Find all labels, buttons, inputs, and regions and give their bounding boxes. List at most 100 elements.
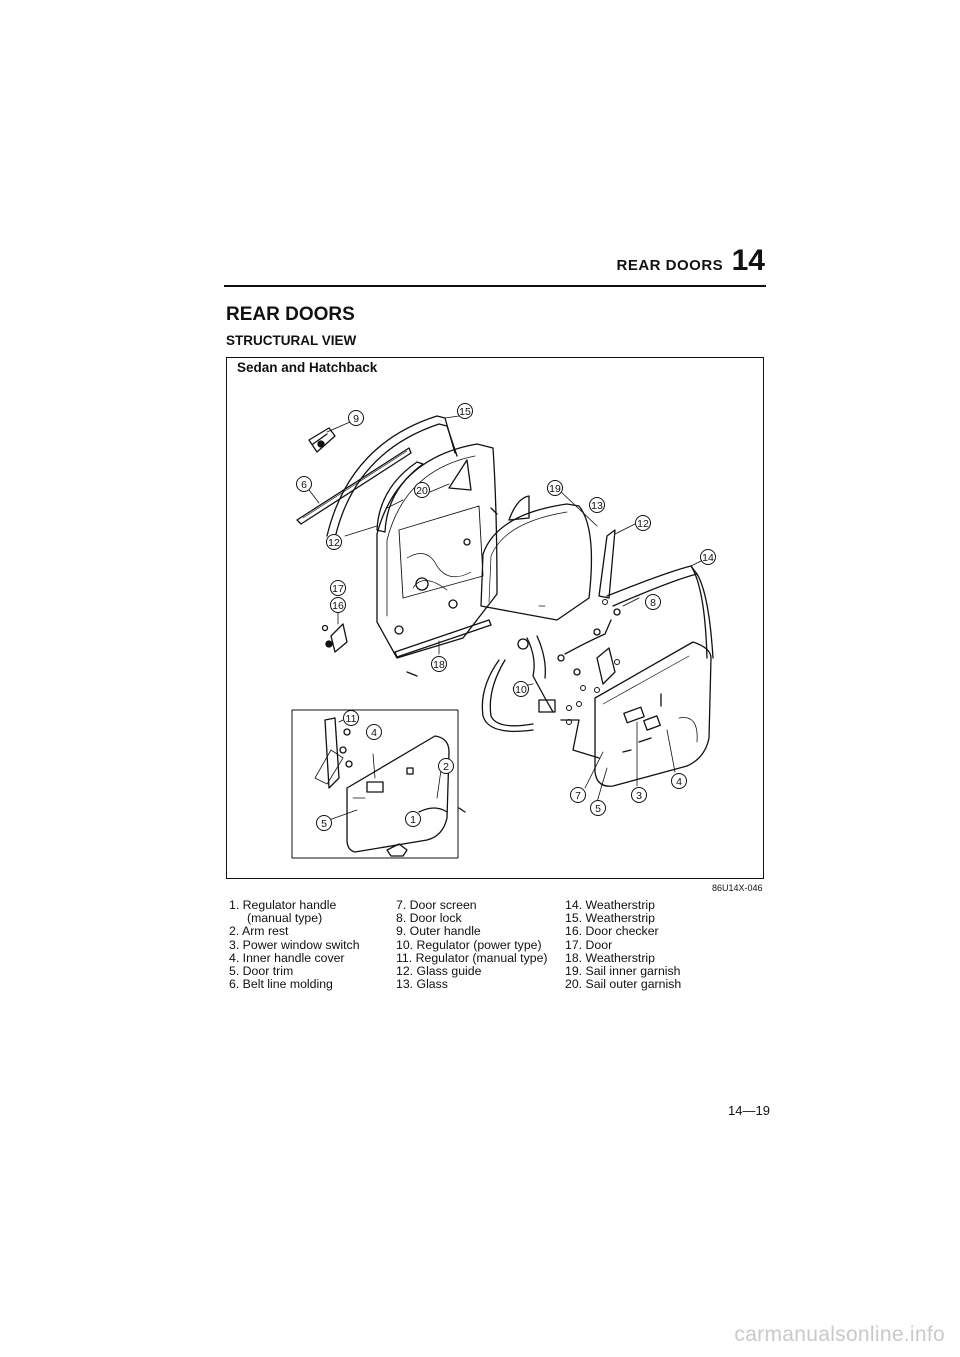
callout-7: 7 <box>570 787 586 803</box>
legend-item: 10. Regulator (power type) <box>396 937 542 952</box>
svg-text:19: 19 <box>549 483 561 495</box>
legend-item: 19. Sail inner garnish <box>565 964 681 979</box>
callout-12-left: 12 <box>326 534 342 550</box>
legend-item: 20. Sail outer garnish <box>565 977 682 992</box>
section-title: REAR DOORS <box>226 304 355 325</box>
svg-text:8: 8 <box>650 597 656 609</box>
legend-item: 3. Power window switch <box>229 937 360 952</box>
callout-3: 3 <box>631 787 647 803</box>
subsection-title: STRUCTURAL VIEW <box>226 333 357 348</box>
svg-text:12: 12 <box>637 518 649 530</box>
callout-19: 19 <box>547 480 563 496</box>
legend-item: 8. Door lock <box>396 911 462 926</box>
callout-5-inset: 5 <box>316 815 332 831</box>
svg-text:1: 1 <box>410 814 416 826</box>
door-checker-drawing <box>321 607 348 653</box>
sail-inner-garnish-drawing <box>508 495 530 521</box>
callout-14: 14 <box>700 549 716 565</box>
svg-text:3: 3 <box>636 790 642 802</box>
figure-frame <box>226 357 764 879</box>
figure-variant-label: Sedan and Hatchback <box>237 360 378 375</box>
fasteners <box>566 599 620 725</box>
svg-text:11: 11 <box>346 713 357 725</box>
inset-frame <box>291 709 459 859</box>
glass-guide-left-drawing <box>344 461 424 537</box>
callout-5: 5 <box>590 800 606 816</box>
svg-text:16: 16 <box>332 600 344 612</box>
svg-text:10: 10 <box>515 684 527 696</box>
callout-13: 13 <box>589 497 605 513</box>
legend-item: 16. Door checker <box>565 924 659 939</box>
legend-item: 4. Inner handle cover <box>229 950 345 965</box>
legend-item: 7. Door screen <box>396 898 477 912</box>
callout-16: 16 <box>330 597 346 613</box>
callout-17: 17 <box>330 580 346 596</box>
legend-item: 17. Door <box>565 937 613 952</box>
page-header: REAR DOORS 14 <box>590 246 765 278</box>
legend-item: 5. Door trim <box>229 964 294 979</box>
legend-item: 6. Belt line molding <box>229 977 333 992</box>
chapter-number: 14 <box>731 244 765 277</box>
legend-item: 1. Regulator handle <box>229 898 337 912</box>
inset-manual-regulator-drawing <box>314 717 466 857</box>
callout-12-right: 12 <box>635 515 651 531</box>
callout-8: 8 <box>645 594 661 610</box>
door-shell-drawing <box>376 443 498 659</box>
legend-item: (manual type) <box>247 911 323 926</box>
svg-text:13: 13 <box>591 500 603 512</box>
legend-item: 14. Weatherstrip <box>565 898 655 912</box>
svg-text:4: 4 <box>676 776 682 788</box>
svg-text:6: 6 <box>301 479 307 491</box>
svg-text:17: 17 <box>332 583 344 595</box>
legend-item: 18. Weatherstrip <box>565 950 655 965</box>
legend-item: 9. Outer handle <box>396 924 481 939</box>
svg-text:5: 5 <box>595 803 601 815</box>
glass-drawing <box>480 487 598 621</box>
legend-item: 13. Glass <box>396 977 448 992</box>
svg-text:4: 4 <box>371 727 377 739</box>
legend-item: 15. Weatherstrip <box>565 911 655 926</box>
svg-text:18: 18 <box>433 659 445 671</box>
svg-text:7: 7 <box>575 790 581 802</box>
legend-item: 2. Arm rest <box>229 924 289 939</box>
exploded-door-diagram: 9 15 6 20 19 13 12 12 14 17 16 8 18 10 1… <box>291 403 716 859</box>
door-screen-drawing <box>481 659 600 759</box>
header-rule <box>224 285 766 287</box>
outer-handle-drawing <box>308 421 351 453</box>
callout-4: 4 <box>671 773 687 789</box>
figure-code: 86U14X-046 <box>712 883 763 893</box>
callout-4-inset: 4 <box>366 724 382 740</box>
callout-18: 18 <box>431 656 447 672</box>
callout-6: 6 <box>296 476 312 492</box>
callout-20: 20 <box>414 482 430 498</box>
svg-text:20: 20 <box>416 485 428 497</box>
legend-column-3: 14. Weatherstrip 15. Weatherstrip 16. Do… <box>565 898 682 992</box>
svg-text:15: 15 <box>459 406 471 418</box>
svg-text:12: 12 <box>328 537 340 549</box>
callout-1: 1 <box>405 811 421 827</box>
glass-guide-right-drawing <box>598 523 636 599</box>
door-lock-drawing <box>564 597 640 685</box>
legend-item: 12. Glass guide <box>396 964 482 979</box>
svg-text:5: 5 <box>321 818 327 830</box>
sail-outer-garnish-drawing <box>429 459 472 493</box>
svg-text:9: 9 <box>353 413 359 425</box>
callout-2: 2 <box>438 758 454 774</box>
callout-10: 10 <box>513 681 529 697</box>
svg-text:14: 14 <box>702 552 714 564</box>
callout-11: 11 <box>343 710 359 726</box>
regulator-power-drawing <box>512 635 581 713</box>
legend-column-1: 1. Regulator handle (manual type) 2. Arm… <box>229 898 360 992</box>
watermark-link[interactable]: carmanualsonline.info <box>734 1323 945 1346</box>
belt-line-molding-drawing <box>296 447 412 525</box>
page-number: 14—19 <box>728 1103 770 1118</box>
door-trim-drawing <box>584 641 712 803</box>
callout-9: 9 <box>348 410 364 426</box>
callout-15: 15 <box>457 403 473 419</box>
callouts: 9 15 6 20 19 13 12 12 14 17 16 8 18 10 1… <box>296 403 716 831</box>
weatherstrip-15-drawing <box>326 415 460 539</box>
legend-column-2: 7. Door screen 8. Door lock 9. Outer han… <box>396 898 548 992</box>
legend-item: 11. Regulator (manual type) <box>396 950 548 965</box>
weatherstrip-18-drawing <box>394 619 492 658</box>
header-title: REAR DOORS <box>616 257 724 274</box>
